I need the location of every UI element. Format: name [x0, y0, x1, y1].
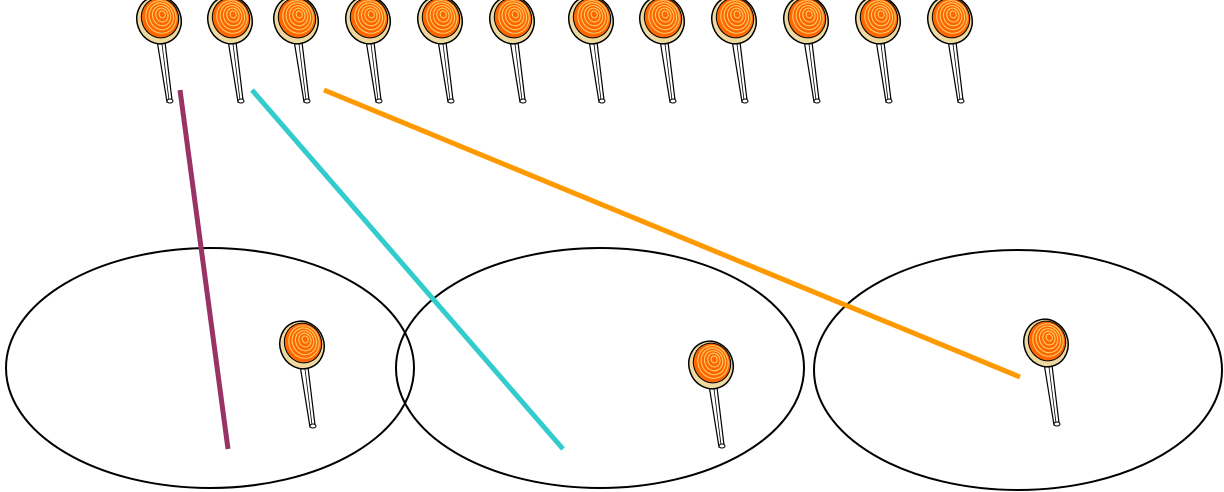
lollipop-icon	[410, 0, 470, 104]
lollipop-icon	[129, 0, 189, 104]
lollipop-icon	[681, 334, 741, 449]
lollipop-icon	[848, 0, 908, 104]
connector-1	[177, 89, 231, 450]
connectors	[177, 87, 1021, 451]
lollipop-icon	[1016, 312, 1076, 427]
lollipop-icon	[776, 0, 836, 104]
lollipop-icon	[920, 0, 980, 104]
lollipop-icon	[338, 0, 398, 104]
lollipop-icon	[561, 0, 621, 104]
connector-2	[250, 88, 565, 451]
lollipop-icon	[272, 314, 332, 429]
group-3-ellipse	[813, 249, 1223, 491]
lollipop-icon	[482, 0, 542, 104]
lollipop-icon	[704, 0, 764, 104]
group-ellipses	[5, 247, 1223, 491]
group-1-ellipse	[5, 247, 415, 489]
lollipop-icon	[632, 0, 692, 104]
group-lollipops	[272, 312, 1076, 449]
group-2-ellipse	[395, 247, 805, 489]
top-row-lollipops	[129, 0, 980, 104]
lollipop-icon	[200, 0, 260, 104]
lollipop-icon	[266, 0, 326, 104]
connector-3	[323, 87, 1021, 380]
